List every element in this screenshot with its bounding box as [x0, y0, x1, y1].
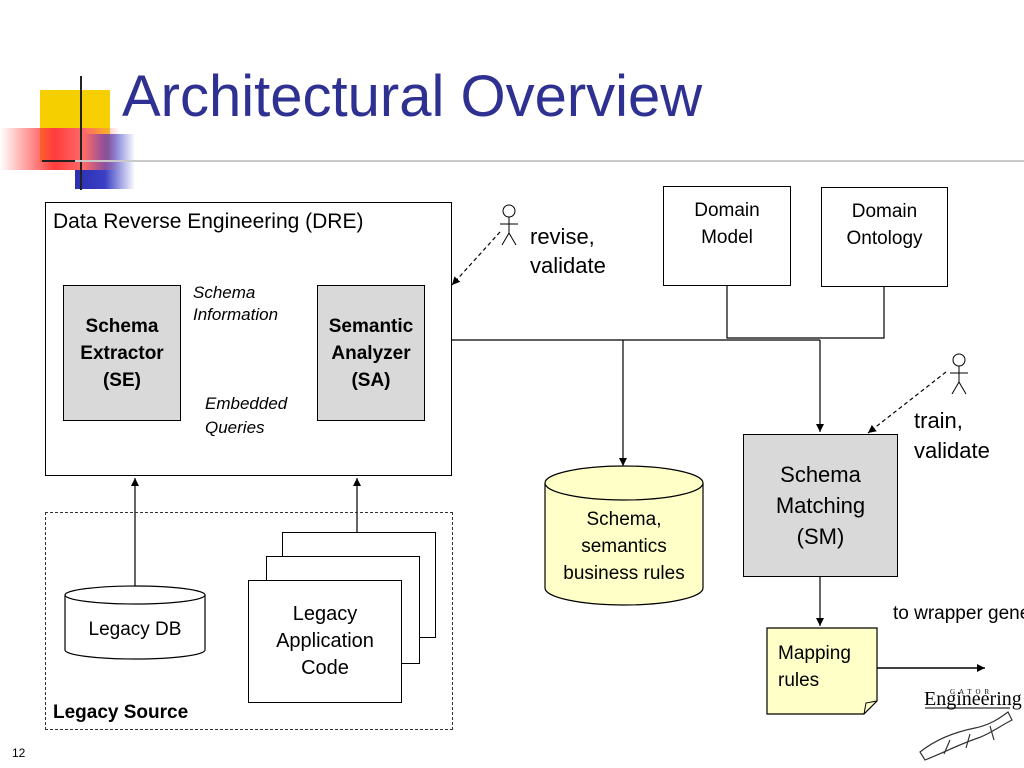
repository-label: Schema, semantics business rules	[563, 508, 685, 584]
title-decoration-red	[0, 128, 120, 170]
mapping-note-shape	[766, 627, 878, 715]
mapping-rules-label: Mapping rules	[778, 643, 851, 691]
title-decoration-vline	[80, 76, 82, 190]
dashed-actor2	[867, 371, 947, 434]
semantic-analyzer-box: Semantic Analyzer (SA)	[317, 285, 425, 421]
wrapper-generator-label: to wrapper generator	[893, 603, 1024, 624]
legacy-db-label: Legacy DB	[88, 618, 182, 640]
page-number: 12	[12, 746, 26, 760]
embedded-queries-label: Embedded Queries	[205, 394, 288, 437]
schema-matching-box: Schema Matching (SM)	[743, 434, 898, 577]
legacy-source-container	[45, 512, 453, 730]
title-underline	[75, 160, 1024, 162]
dashed-actor1	[451, 231, 501, 286]
logo-engineering-text: Engineering	[924, 688, 1022, 710]
legacy-source-label: Legacy Source	[53, 702, 189, 723]
domain-ontology-box: Domain Ontology	[821, 187, 948, 287]
schema-extractor-box: Schema Extractor (SE)	[63, 285, 181, 421]
revise-validate-label: revise, validate	[530, 224, 606, 278]
slide-title: Architectural Overview	[122, 64, 703, 129]
line-domain-ontology	[820, 287, 885, 339]
gator-logo-icon	[919, 707, 1013, 761]
domain-model-box: Domain Model	[663, 186, 791, 286]
actor-icon-reviewer	[500, 204, 518, 246]
dre-label: Data Reverse Engineering (DRE)	[53, 210, 364, 233]
logo-gator-text: GATOR	[950, 688, 994, 696]
legacy-application-code-box: Legacy Application Code	[248, 580, 402, 703]
repository-cylinder	[544, 465, 704, 606]
legacy-db-cylinder	[64, 585, 206, 660]
mapping-note-fold	[863, 700, 878, 715]
schema-information-label: Schema Information	[193, 283, 279, 324]
line-domain-model	[726, 286, 820, 339]
train-validate-label: train, validate	[914, 408, 990, 463]
actor-icon-trainer	[950, 353, 968, 395]
